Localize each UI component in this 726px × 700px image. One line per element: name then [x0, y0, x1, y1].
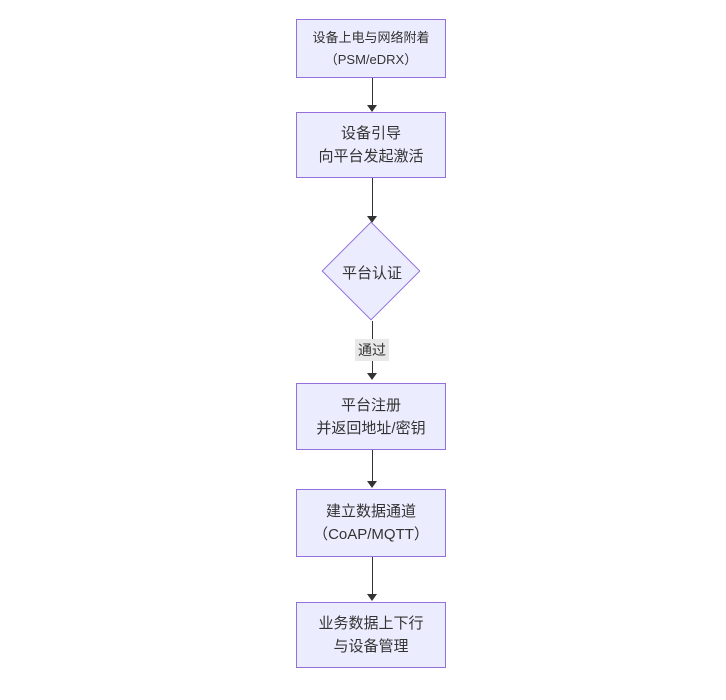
- node-label-line: （CoAP/MQTT）: [313, 526, 429, 543]
- node-label-line: 设备引导: [340, 125, 401, 142]
- node-label-line: 建立数据通道: [325, 503, 416, 520]
- flow-node-register: 平台注册 并返回地址/密钥: [296, 383, 446, 450]
- arrowhead-icon: [367, 481, 377, 488]
- node-label-line: 业务数据上下行: [318, 615, 424, 632]
- arrowhead-icon: [367, 373, 377, 380]
- arrowhead-icon: [367, 105, 377, 112]
- decision-node-platform-auth: 平台认证: [321, 221, 422, 322]
- node-label-line: 并返回地址/密钥: [316, 419, 426, 437]
- node-label-line: （PSM/eDRX）: [324, 51, 418, 67]
- edge-label-pass: 通过: [355, 339, 389, 361]
- arrow-line: [371, 557, 373, 595]
- node-label-line: 向平台发起激活: [318, 148, 424, 165]
- arrow-line: [371, 450, 373, 482]
- node-label-line: 设备上电与网络附着: [312, 29, 430, 45]
- node-label-line: 与设备管理: [333, 638, 409, 655]
- flow-node-power-attach: 设备上电与网络附着 （PSM/eDRX）: [296, 19, 446, 78]
- arrowhead-icon: [367, 594, 377, 601]
- flow-node-data-channel: 建立数据通道 （CoAP/MQTT）: [296, 489, 446, 557]
- node-label-line: 平台认证: [341, 264, 402, 282]
- flow-node-business: 业务数据上下行 与设备管理: [296, 602, 446, 668]
- arrow-line: [371, 78, 373, 106]
- arrow-line: [371, 178, 373, 217]
- arrowhead-icon: [367, 216, 377, 223]
- flow-node-bootstrap: 设备引导 向平台发起激活: [296, 112, 446, 178]
- node-label-line: 平台注册: [340, 396, 401, 414]
